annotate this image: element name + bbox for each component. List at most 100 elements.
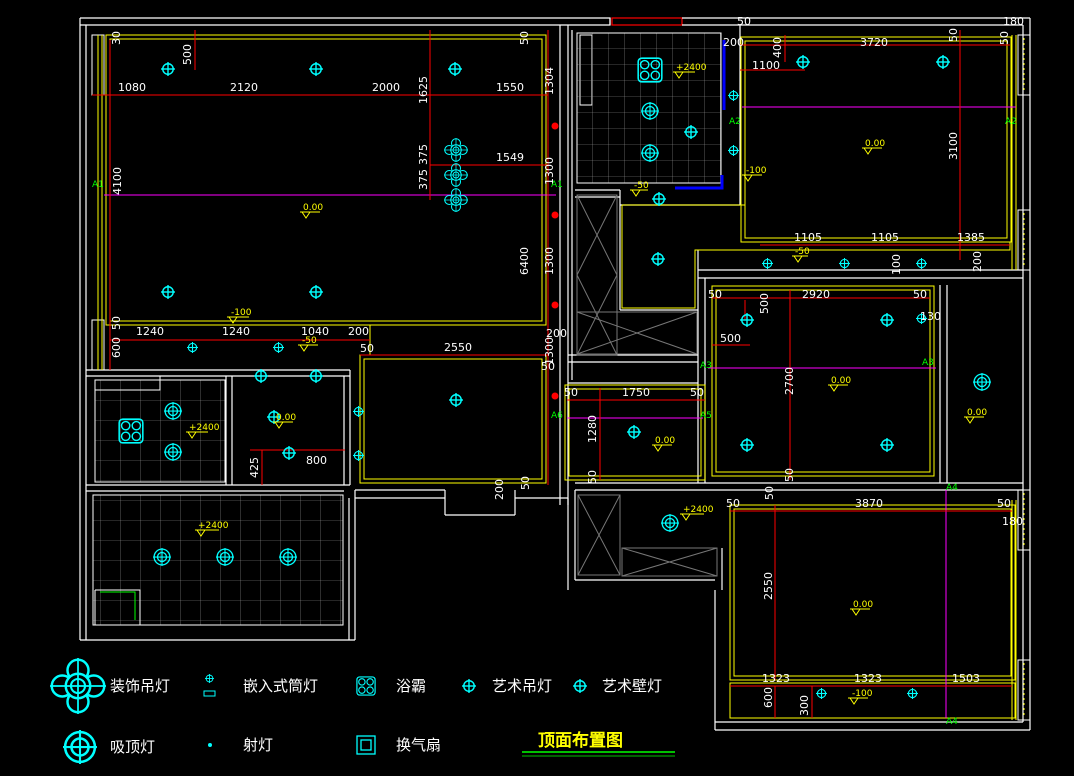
dim-text: 50 <box>708 288 722 301</box>
dim-text: 50 <box>360 342 374 355</box>
level-text: +2400 <box>189 423 220 433</box>
section-mark: A3 <box>922 358 934 368</box>
dim-text: 200 <box>493 479 506 500</box>
art-wall-lamp-icon <box>816 688 827 699</box>
dimension-lines <box>92 30 1012 718</box>
dim-text: 50 <box>726 497 740 510</box>
dim-text: 50 <box>998 31 1011 45</box>
ceiling-lamp-icon <box>63 730 97 764</box>
dim-text: 1625 <box>417 76 430 104</box>
tile-frames <box>92 32 722 626</box>
section-mark: A3 <box>700 361 712 371</box>
art-wall-lamp-icon <box>728 145 739 156</box>
section-mark: A5 <box>700 411 712 421</box>
dim-text: 50 <box>783 468 796 482</box>
level-text: -100 <box>852 689 873 699</box>
art-pendant-icon <box>462 679 476 693</box>
level-markers <box>186 71 984 705</box>
art-pendant-icon <box>740 438 754 452</box>
dim-text: 50 <box>913 288 927 301</box>
dim-text: 500 <box>720 332 741 345</box>
decor-chandelier-icon <box>50 658 106 714</box>
art-pendant-icon <box>880 313 894 327</box>
chandeliers <box>444 138 468 212</box>
dim-text: 375 <box>417 144 430 165</box>
art-pendant-icon <box>254 369 268 383</box>
level-text: 0.00 <box>303 203 323 213</box>
level-text: 0.00 <box>276 413 296 423</box>
dim-text: 3870 <box>855 497 883 510</box>
bath-heater-icon <box>356 676 376 696</box>
legend-label-exhaust-fan: 换气扇 <box>396 736 441 754</box>
art-pendant-icon <box>448 62 462 76</box>
dim-text: 1280 <box>586 415 599 443</box>
legend-label-decor-chandelier: 装饰吊灯 <box>110 677 170 695</box>
level-text: -50 <box>302 336 317 346</box>
art-pendant-icon <box>161 62 175 76</box>
dim-text: 1323 <box>854 672 882 685</box>
decor-chandelier-icon <box>444 163 468 187</box>
art-pendant-icon <box>627 425 641 439</box>
section-mark: A1 <box>551 180 563 190</box>
legend-label-recessed-downlight: 嵌入式筒灯 <box>243 677 318 695</box>
dim-text: 1323 <box>762 672 790 685</box>
art-pendant-icon <box>740 313 754 327</box>
level-text: 0.00 <box>655 436 675 446</box>
dim-text: 200 <box>546 327 567 340</box>
dim-text: 200 <box>348 325 369 338</box>
art-wall-lamp-icon <box>273 342 284 353</box>
dim-text: 1750 <box>622 386 650 399</box>
art-pendant-icon <box>309 62 323 76</box>
dim-text: 1105 <box>871 231 899 244</box>
spotlight-icon <box>208 743 212 747</box>
dim-text: 100 <box>890 254 903 275</box>
dim-text: 1080 <box>118 81 146 94</box>
art-wall-lamp-icon <box>353 450 364 461</box>
dim-text: 30 <box>110 31 123 45</box>
dim-text: 50 <box>947 28 960 42</box>
dimension-dots <box>551 122 559 400</box>
dim-text: 50 <box>690 386 704 399</box>
section-mark: A4 <box>946 483 958 493</box>
dim-text: 50 <box>518 31 531 45</box>
dim-text: 400 <box>771 37 784 58</box>
dim-text: 600 <box>110 337 123 358</box>
section-mark: A2 <box>729 117 741 127</box>
dim-text: 50 <box>564 386 578 399</box>
exhaust-fan-icon <box>356 735 376 755</box>
level-text: -50 <box>795 247 810 257</box>
dimension-texts: 1080 2120 2000 1550 1549 2550 1240 1240 … <box>110 15 1024 716</box>
dim-text: 4100 <box>111 167 124 195</box>
dim-text: 180 <box>1003 15 1024 28</box>
dim-text: 300 <box>798 695 811 716</box>
bathroom-tiles <box>95 380 225 482</box>
level-text: +2400 <box>198 521 229 531</box>
legend-label-bath-heater: 浴霸 <box>396 677 426 695</box>
dim-text: 1385 <box>957 231 985 244</box>
section-mark: A4 <box>946 717 958 727</box>
dim-text: 600 <box>762 687 775 708</box>
dim-text: 2000 <box>372 81 400 94</box>
legend: 装饰吊灯 嵌入式筒灯 浴霸 艺术吊灯 艺术壁灯 吸顶灯 射灯 换气扇 顶面布置图 <box>50 658 675 764</box>
dim-text: 50 <box>110 316 123 330</box>
dim-text: 2120 <box>230 81 258 94</box>
dim-text: 1240 <box>222 325 250 338</box>
section-lines <box>104 106 1016 718</box>
dim-text: 1240 <box>136 325 164 338</box>
dim-text: 500 <box>758 293 771 314</box>
dim-text: 50 <box>737 15 751 28</box>
dim-text: 1304 <box>543 67 556 95</box>
art-pendant-icon <box>652 192 666 206</box>
recessed-downlight-icon <box>203 674 216 697</box>
dim-text: 2550 <box>444 341 472 354</box>
level-text: +2400 <box>683 505 714 515</box>
level-text: -100 <box>231 308 252 318</box>
art-wall-lamp-icon <box>907 688 918 699</box>
dim-text: 50 <box>763 486 776 500</box>
level-text: 0.00 <box>967 408 987 418</box>
dim-text: 50 <box>997 497 1011 510</box>
dim-text: 1300 <box>543 337 556 365</box>
art-wall-lamp-icon <box>573 679 587 693</box>
decor-chandelier-icon <box>444 188 468 212</box>
